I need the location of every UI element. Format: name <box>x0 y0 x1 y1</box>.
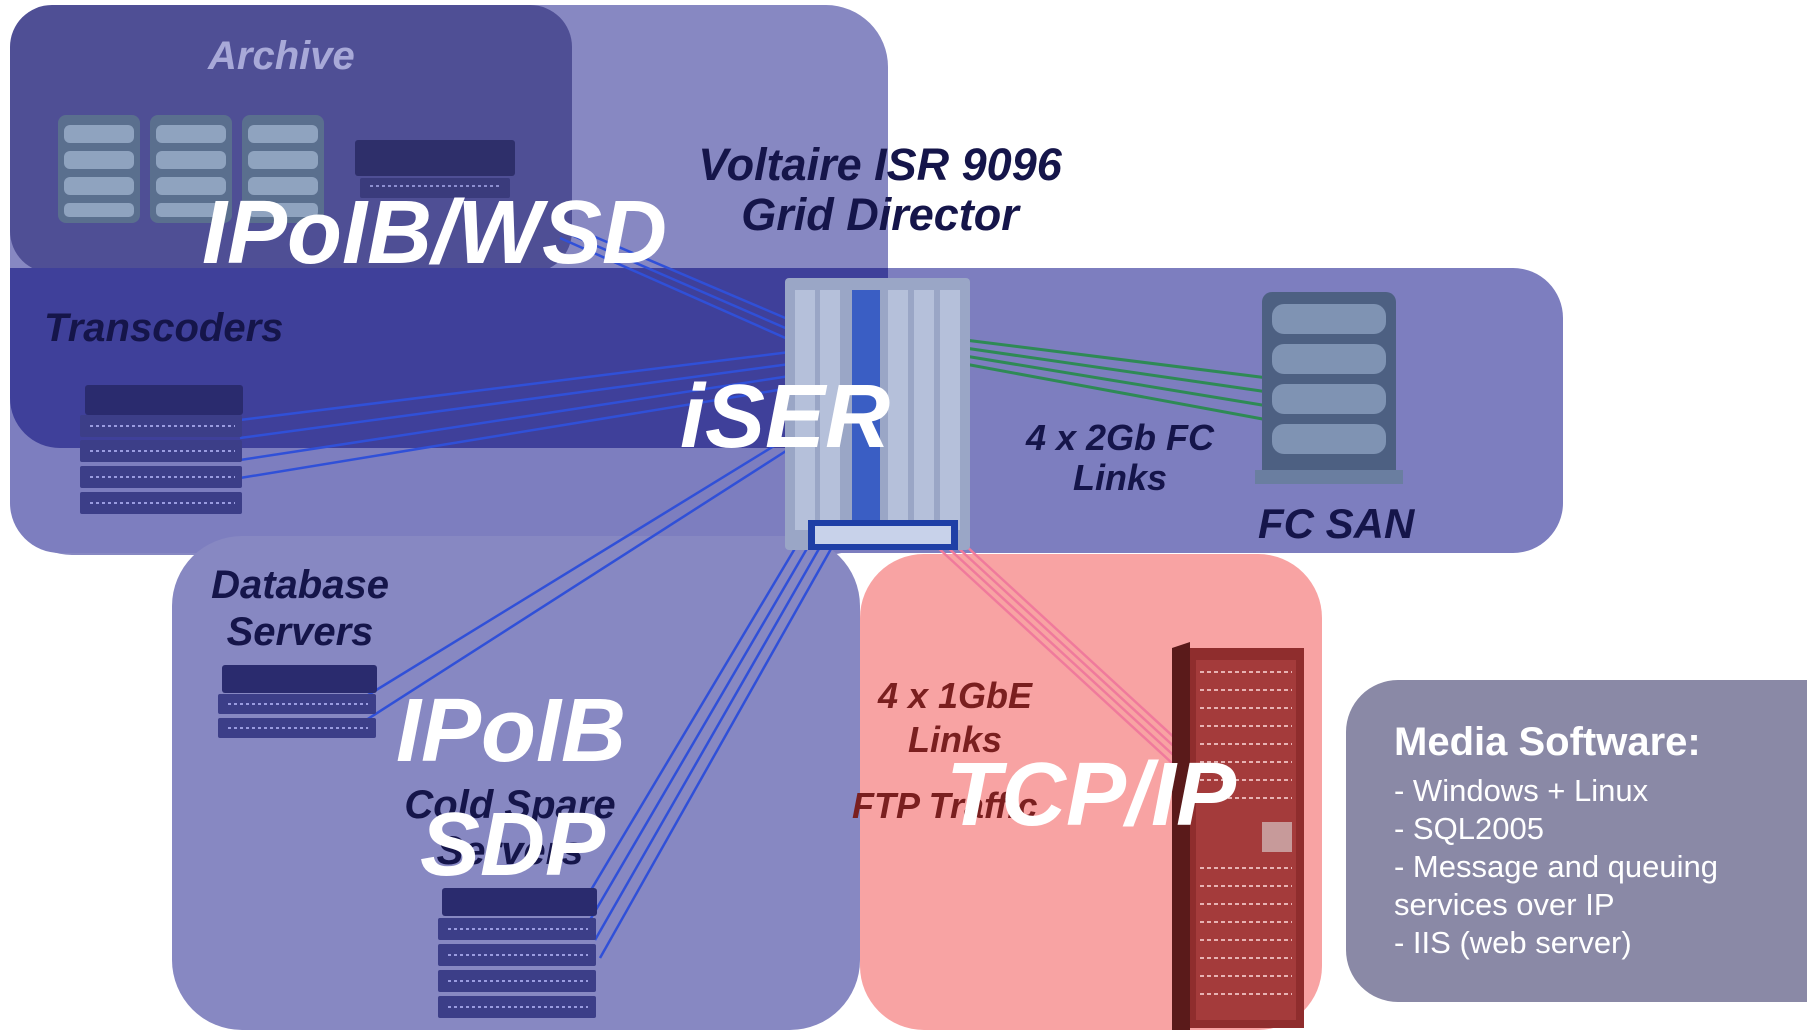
database-label-line1: Database <box>211 563 389 607</box>
coldspare-label-line1: Cold Spare <box>404 783 616 827</box>
fc-san-label: FC SAN <box>1258 500 1415 547</box>
gbe-links-line2: Links <box>907 718 1003 760</box>
ftp-traffic-label: FTP Traffic <box>852 785 1038 826</box>
media-software-item: - Message and queuing <box>1394 849 1719 884</box>
fc-links-line1: 4 x 2Gb FC <box>1025 417 1215 458</box>
transcoder-links <box>239 350 791 480</box>
media-software-item: services over IP <box>1394 887 1615 922</box>
coldspare-protocol: SDP <box>420 795 606 895</box>
media-software-box: Media Software: - Windows + Linux - SQL2… <box>1346 680 1807 1002</box>
archive-storage-icon <box>58 115 324 223</box>
ftp-rack-server-icon <box>1172 642 1304 1030</box>
fc-links-line2: Links <box>1072 457 1168 499</box>
gbe-links-line1: 4 x 1GbE <box>877 675 1033 716</box>
archive-server-icon <box>355 140 515 198</box>
fc-links-label: 4 x 2Gb FC Links <box>990 417 1250 499</box>
transcoders-protocol: iSER <box>680 367 891 467</box>
archive-protocol: IPoIB/WSD <box>202 183 667 283</box>
database-protocol: IPoIB <box>396 681 627 781</box>
coldspare-label: Cold Spare Servers <box>380 782 640 874</box>
database-links <box>359 428 801 726</box>
coldspare-label-line2: Servers <box>436 829 584 873</box>
database-label: Database Servers <box>180 562 420 656</box>
switch-title-line2: Grid Director <box>741 189 1019 241</box>
database-label-line2: Servers <box>226 610 374 655</box>
fc-links <box>964 338 1269 422</box>
switch-title: Voltaire ISR 9096 Grid Director <box>660 139 1100 241</box>
coldspare-links <box>583 539 838 959</box>
media-software-item: - Windows + Linux <box>1394 773 1649 808</box>
switch-title-line1: Voltaire ISR 9096 <box>698 139 1062 190</box>
tcpip-protocol: TCP/IP <box>946 745 1237 845</box>
transcoders-label: Transcoders <box>44 306 284 350</box>
gbe-links-label: 4 x 1GbE Links <box>840 674 1070 762</box>
archive-links <box>559 220 791 342</box>
media-software-list: - Windows + Linux - SQL2005 - Message an… <box>1394 772 1718 962</box>
media-software-item: - SQL2005 <box>1394 811 1544 846</box>
archive-label: Archive <box>208 34 355 78</box>
database-servers-icon <box>218 665 377 738</box>
grid-director-switch-icon <box>785 278 970 550</box>
transcoder-servers-icon <box>80 385 243 514</box>
media-software-title: Media Software: <box>1394 720 1701 764</box>
media-software-item: - IIS (web server) <box>1394 925 1632 960</box>
fc-san-storage-icon <box>1255 292 1403 484</box>
coldspare-servers-icon <box>438 888 597 1018</box>
